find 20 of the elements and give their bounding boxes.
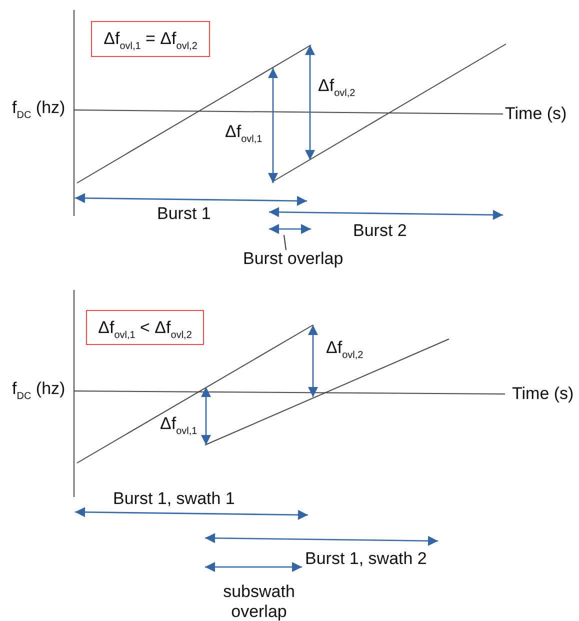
span-label: subswath overlap [222,582,296,621]
dimension-label: Δf$_{ovl,2}$ [326,338,364,358]
span-label: Burst 1, swath 2 [305,549,427,569]
annotation-text: Burst overlap [243,249,344,269]
formula-box [91,21,210,57]
formula-text: Δf$_{ovl,1}$ < Δf$_{ovl,2}$ [98,318,192,338]
span-label: Burst 2 [353,221,407,241]
formula-box [86,310,204,345]
axis-label: f$_{DC}$ (hz) [12,98,66,118]
dimension-label: Δf$_{ovl,1}$ [160,414,198,434]
leader-line [284,234,286,250]
span-label: Burst 1, swath 1 [113,489,235,509]
axis-label: f$_{DC}$ (hz) [12,379,66,399]
axis-label: Time (s) [505,104,567,124]
dimension-label: Δf$_{ovl,1}$ [225,122,262,142]
formula-text: Δf$_{ovl,1}$ = Δf$_{ovl,2}$ [104,29,198,49]
dimension-label: Δf$_{ovl,2}$ [318,76,356,96]
overlap-dimension-arrow [268,223,312,235]
span-label: Burst 1 [157,204,211,224]
axis-label: Time (s) [512,384,574,404]
